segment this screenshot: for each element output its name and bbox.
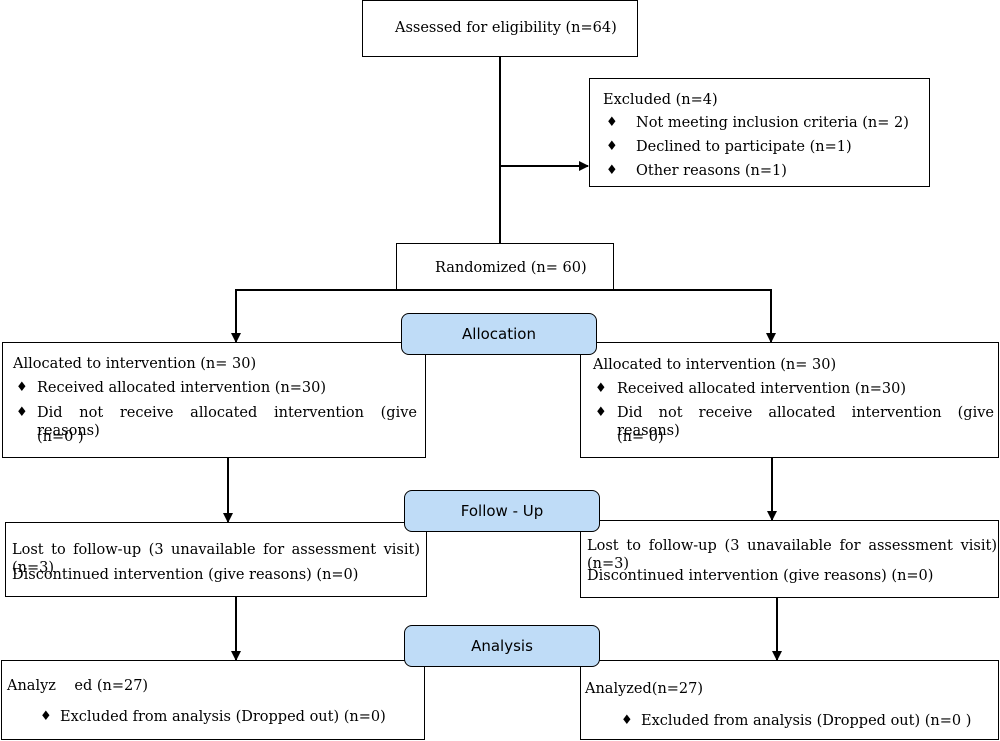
eligibility-box: Assessed for eligibility (n=64) (362, 0, 638, 57)
excluded-box: Excluded (n=4) ♦ Not meeting inclusion c… (589, 78, 930, 187)
left-analysis-excluded: Excluded from analysis (Dropped out) (n=… (60, 709, 386, 725)
left-followup-box: Lost to follow-up (3 unavailable for ass… (5, 522, 427, 597)
bullet-icon: ♦ (16, 405, 28, 420)
right-analysis-excluded: Excluded from analysis (Dropped out) (n=… (641, 713, 972, 729)
excluded-item: Not meeting inclusion criteria (n= 2) (636, 115, 909, 131)
right-analysis-box: Analyzed(n=27) ♦ Excluded from analysis … (580, 660, 999, 740)
right-allocation-title: Allocated to intervention (n= 30) (593, 357, 837, 373)
left-allocation-not-received: Did not receive allocated intervention (… (37, 405, 417, 439)
bullet-icon: ♦ (621, 713, 633, 728)
right-allocation-received: Received allocated intervention (n=30) (617, 381, 907, 397)
right-analysis-title: Analyzed(n=27) (585, 681, 704, 697)
left-allocation-title: Allocated to intervention (n= 30) (13, 356, 257, 372)
bullet-icon: ♦ (606, 115, 618, 130)
left-allocation-not-received-n: (n=0 ) (37, 429, 84, 445)
bullet-icon: ♦ (595, 381, 607, 396)
left-analysis-title: Analyz ed (n=27) (7, 678, 149, 694)
phase-analysis: Analysis (404, 625, 600, 667)
right-allocation-not-received: Did not receive allocated intervention (… (617, 405, 994, 439)
bullet-icon: ♦ (606, 163, 618, 178)
randomized-text: Randomized (n= 60) (435, 260, 587, 276)
excluded-item: Other reasons (n=1) (636, 163, 787, 179)
excluded-item: Declined to participate (n=1) (636, 139, 852, 155)
left-followup-discontinued: Discontinued intervention (give reasons)… (12, 567, 359, 583)
bullet-icon: ♦ (606, 139, 618, 154)
phase-allocation: Allocation (401, 313, 597, 355)
connector-randomized-split (235, 289, 772, 343)
bullet-icon: ♦ (40, 709, 52, 724)
right-followup-box: Lost to follow-up (3 unavailable for ass… (580, 520, 999, 598)
right-followup-discontinued: Discontinued intervention (give reasons)… (587, 568, 934, 584)
right-followup-lost: Lost to follow-up (3 unavailable for ass… (587, 538, 997, 572)
phase-followup: Follow - Up (404, 490, 600, 532)
left-allocation-received: Received allocated intervention (n=30) (37, 380, 327, 396)
left-analysis-box: Analyz ed (n=27) ♦ Excluded from analysi… (1, 660, 425, 740)
right-allocation-not-received-n: (n= 0) (617, 429, 664, 445)
bullet-icon: ♦ (16, 380, 28, 395)
bullet-icon: ♦ (595, 405, 607, 420)
left-allocation-box: Allocated to intervention (n= 30) ♦ Rece… (2, 342, 426, 458)
left-followup-lost: Lost to follow-up (3 unavailable for ass… (12, 542, 420, 576)
eligibility-text: Assessed for eligibility (n=64) (395, 20, 617, 36)
excluded-title: Excluded (n=4) (603, 92, 718, 108)
right-allocation-box: Allocated to intervention (n= 30) ♦ Rece… (580, 342, 999, 458)
randomized-box: Randomized (n= 60) (396, 243, 614, 290)
